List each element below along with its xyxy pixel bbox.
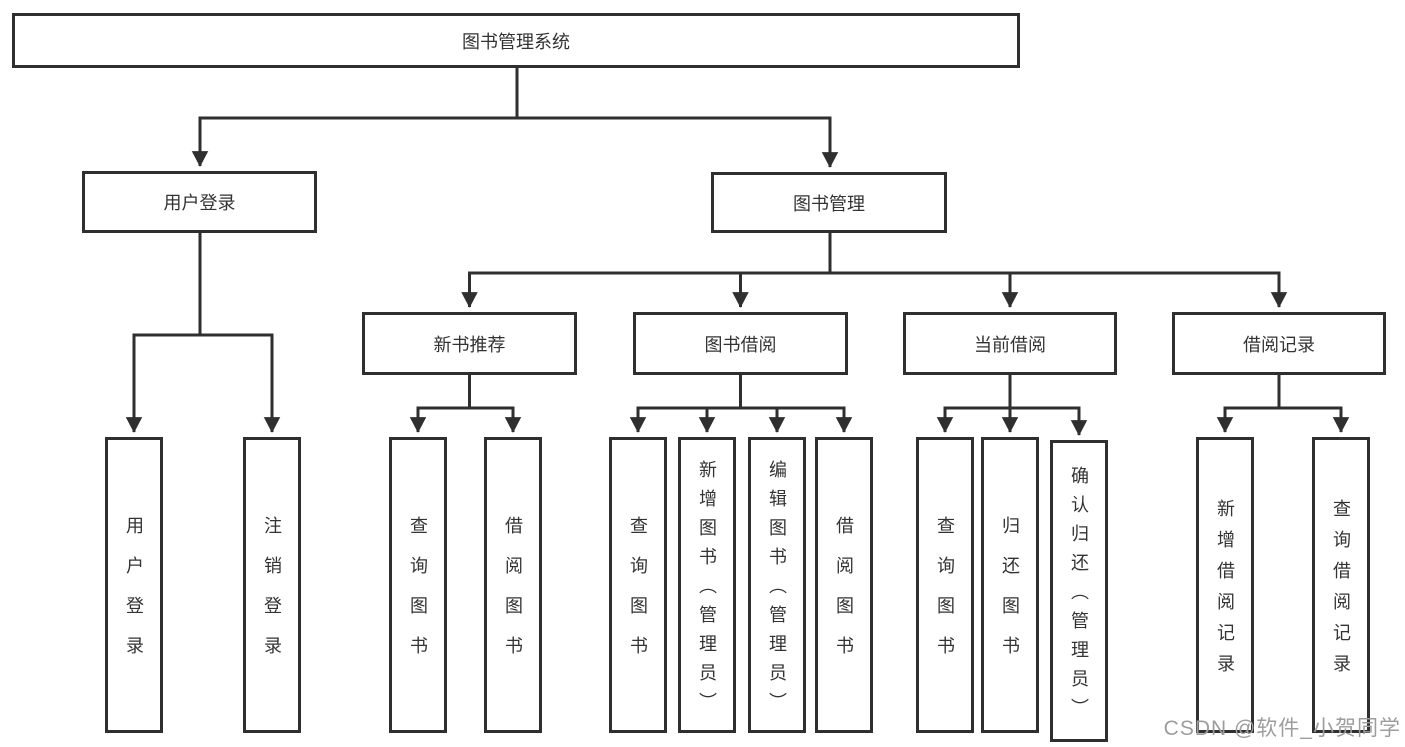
node-user-login: 用户登录 (82, 171, 317, 233)
leaf-query-borrow-record: 查询借阅记录 (1312, 437, 1370, 733)
csdn-watermark: CSDN @软件_小贺同学 (1163, 717, 1401, 740)
leaf-query-books-recommend: 查询图书 (389, 437, 447, 733)
leaf-logout: 注销登录 (243, 437, 301, 733)
node-library-management-system: 图书管理系统 (12, 13, 1020, 68)
node-book-management: 图书管理 (711, 172, 947, 233)
node-current-borrow: 当前借阅 (903, 312, 1117, 375)
node-borrow-record: 借阅记录 (1172, 312, 1386, 375)
leaf-add-borrow-record: 新增借阅记录 (1196, 437, 1254, 733)
leaf-borrow-books-recommend: 借阅图书 (484, 437, 542, 733)
node-book-borrow: 图书借阅 (633, 312, 848, 375)
node-new-book-recommend: 新书推荐 (362, 312, 577, 375)
leaf-user-login: 用户登录 (105, 437, 163, 733)
leaf-query-books-current: 查询图书 (916, 437, 974, 733)
leaf-return-books: 归还图书 (981, 437, 1039, 733)
leaf-confirm-return-admin: 确认归还（管理员） (1050, 440, 1108, 742)
leaf-query-books-borrow: 查询图书 (609, 437, 667, 733)
leaf-add-books-admin: 新增图书（管理员） (678, 437, 736, 733)
leaf-edit-books-admin: 编辑图书（管理员） (748, 437, 806, 733)
leaf-borrow-books: 借阅图书 (815, 437, 873, 733)
